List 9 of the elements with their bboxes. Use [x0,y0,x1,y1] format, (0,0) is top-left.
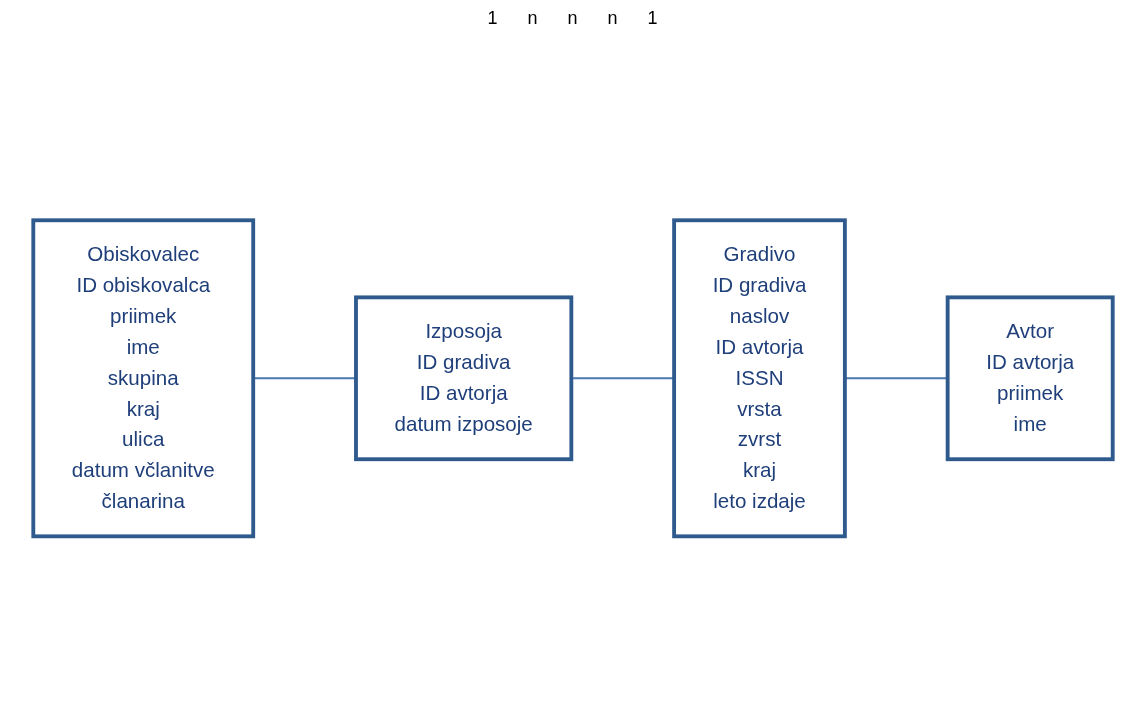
cardinality-label: n [567,8,578,29]
node-box: Gradivo ID gradiva naslov ID avtorja ISSN vrsta zvrst kraj leto izdaje [671,218,847,539]
cardinality-label: 1 [647,8,658,29]
node-box: Izposoja ID gradiva ID avtorja datum izposoje [353,295,573,462]
cardinality-label: 1 [487,8,498,29]
node-box: Avtor ID avtorja priimek ime [945,295,1115,462]
cardinality-label: n [527,8,538,29]
node-box: Obiskovalec ID obiskovalca priimek ime skupina kraj ulica datum včlanitve članarina [30,218,255,539]
cardinality-label: n [607,8,618,29]
